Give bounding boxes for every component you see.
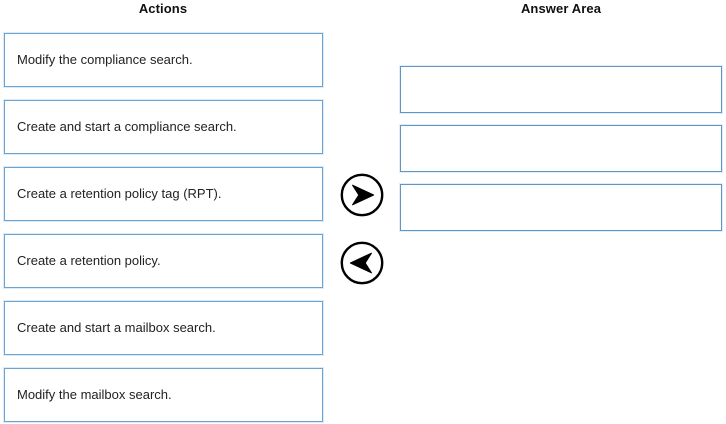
action-item[interactable]: Create and start a compliance search. <box>4 100 323 154</box>
action-item[interactable]: Create a retention policy. <box>4 234 323 288</box>
move-left-button[interactable] <box>339 240 385 286</box>
action-item-label: Modify the mailbox search. <box>17 387 172 402</box>
action-item[interactable]: Modify the compliance search. <box>4 33 323 87</box>
action-item[interactable]: Create and start a mailbox search. <box>4 301 323 355</box>
actions-column-header: Actions <box>138 1 188 16</box>
action-item[interactable]: Create a retention policy tag (RPT). <box>4 167 323 221</box>
move-right-button[interactable] <box>339 172 385 218</box>
actions-list: Modify the compliance search. Create and… <box>4 33 323 422</box>
answer-slot[interactable] <box>400 125 722 172</box>
answer-area-column-header: Answer Area <box>520 1 602 16</box>
action-item[interactable]: Modify the mailbox search. <box>4 368 323 422</box>
action-item-label: Modify the compliance search. <box>17 52 193 67</box>
answer-slot[interactable] <box>400 66 722 113</box>
arrow-left-circle-icon <box>340 241 384 285</box>
action-item-label: Create a retention policy. <box>17 253 161 268</box>
action-item-label: Create a retention policy tag (RPT). <box>17 186 222 201</box>
action-item-label: Create and start a compliance search. <box>17 119 237 134</box>
answer-slot[interactable] <box>400 184 722 231</box>
answer-area-list <box>400 66 722 231</box>
arrow-right-circle-icon <box>340 173 384 217</box>
action-item-label: Create and start a mailbox search. <box>17 320 216 335</box>
